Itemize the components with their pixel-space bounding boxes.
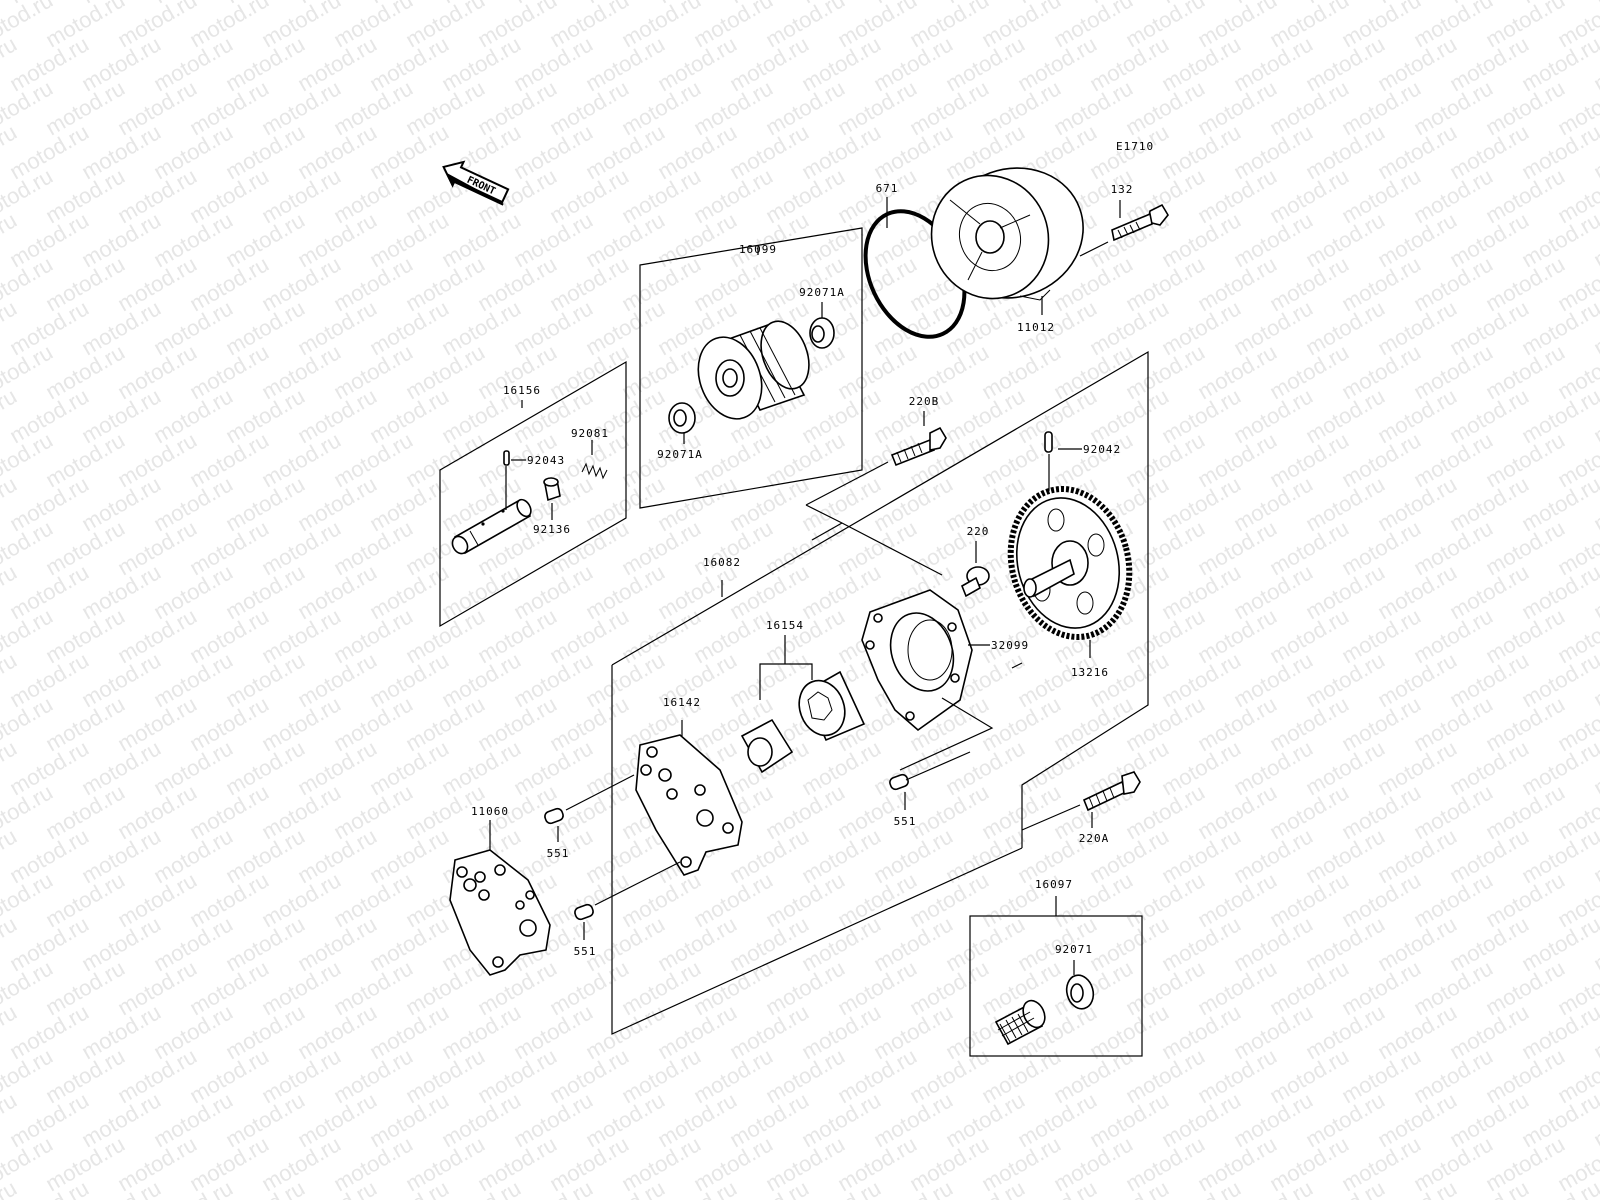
label-220B: 220B: [909, 395, 940, 408]
label-16156: 16156: [503, 384, 541, 397]
label-92081: 92081: [571, 427, 609, 440]
label-92071A-bottom: 92071A: [657, 448, 703, 461]
label-16142: 16142: [663, 696, 701, 709]
label-92042: 92042: [1083, 443, 1121, 456]
label-13216: 13216: [1071, 666, 1109, 679]
label-132: 132: [1111, 183, 1134, 196]
label-551-b: 551: [574, 945, 597, 958]
label-92043: 92043: [527, 454, 565, 467]
label-551-c: 551: [894, 815, 917, 828]
seal-92071A-top: [809, 317, 835, 349]
label-16097: 16097: [1035, 878, 1073, 891]
label-671: 671: [876, 182, 899, 195]
seal-92071A-bottom: [668, 402, 696, 434]
pin-92043: [503, 450, 510, 466]
label-220: 220: [967, 525, 990, 538]
diagram-code: E1710: [1116, 140, 1154, 153]
label-16082: 16082: [703, 556, 741, 569]
label-92071A-top: 92071A: [799, 286, 845, 299]
label-551-a: 551: [547, 847, 570, 860]
label-32099: 32099: [991, 639, 1029, 652]
label-11012: 11012: [1017, 321, 1055, 334]
label-16154: 16154: [766, 619, 804, 632]
label-11060: 11060: [471, 805, 509, 818]
watermark-text: motod.ru: [0, 1175, 21, 1200]
label-16099: 16099: [739, 243, 777, 256]
label-92136: 92136: [533, 523, 571, 536]
label-92071: 92071: [1055, 943, 1093, 956]
label-220A: 220A: [1079, 832, 1110, 845]
pin-92042: [1044, 431, 1053, 453]
